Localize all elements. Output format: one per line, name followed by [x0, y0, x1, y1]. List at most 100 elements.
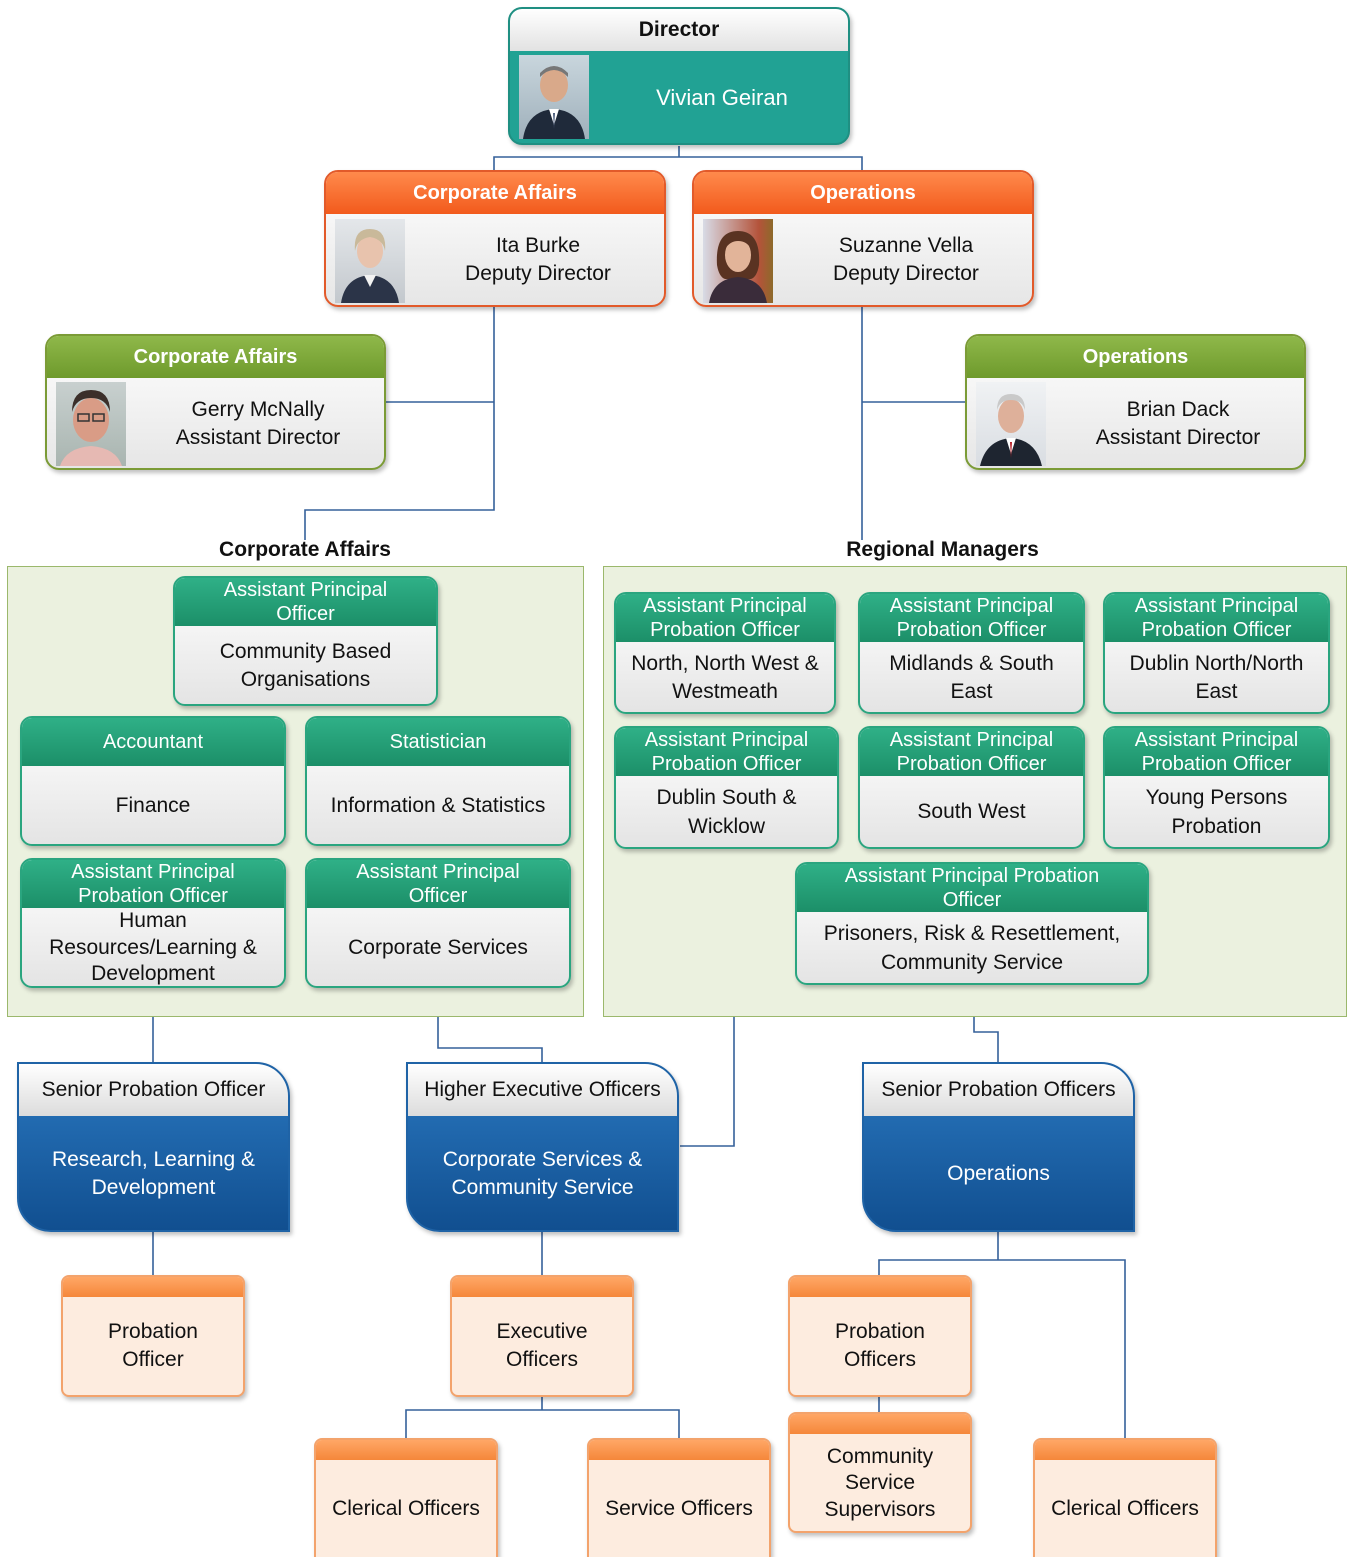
- deputy-operations-name: Suzanne Vella: [838, 233, 974, 257]
- blue-body: Operations: [947, 1161, 1050, 1185]
- heo-corporate-services-box: Higher Executive Officers Corporate Serv…: [406, 1062, 679, 1232]
- staff-body: Clerical Officers: [332, 1497, 480, 1521]
- deputy-operations-text: Suzanne Vella Deputy Director: [778, 216, 1032, 304]
- director-photo: [519, 55, 589, 139]
- assistant-operations-box: Operations Brian Dack Assistant Director: [965, 334, 1306, 470]
- apo-body: South West: [917, 800, 1026, 824]
- regional-section-title: Regional Managers: [846, 538, 1039, 561]
- assistant-operations-role: Assistant Director: [1095, 426, 1261, 449]
- apo-header: Assistant Principal Probation Officer: [1105, 728, 1328, 776]
- apo-body: Finance: [115, 793, 191, 817]
- deputy-corporate-role: Deputy Director: [465, 262, 611, 285]
- deputy-corporate-name: Ita Burke: [495, 233, 581, 257]
- probation-officer-box: Probation Officer: [61, 1275, 245, 1397]
- staff-body: Service Officers: [605, 1497, 753, 1521]
- staff-header-bar: [63, 1277, 243, 1297]
- person-photo-icon: [709, 231, 767, 303]
- service-officers-box: Service Officers: [587, 1438, 771, 1557]
- assistant-corporate-text: Gerry McNally Assistant Director: [131, 380, 384, 468]
- spo-research-box: Senior Probation Officer Research, Learn…: [17, 1062, 290, 1232]
- statistician-box: Statistician Information & Statistics: [305, 716, 571, 846]
- apo-body: Midlands & South East: [889, 651, 1054, 703]
- staff-header-bar: [790, 1277, 970, 1297]
- assistant-operations-text: Brian Dack Assistant Director: [1051, 380, 1304, 468]
- staff-body: Clerical Officers: [1051, 1497, 1199, 1521]
- connector-operations-chain: [861, 306, 965, 540]
- assistant-operations-photo: [976, 382, 1046, 466]
- assistant-operations-header: Operations: [967, 336, 1304, 378]
- person-photo-icon: [523, 66, 585, 139]
- apo-body: Dublin South & Wicklow: [656, 786, 797, 838]
- deputy-corporate-header: Corporate Affairs: [326, 172, 664, 214]
- apo-header: Statistician: [307, 718, 569, 766]
- apo-body: North, North West & Westmeath: [631, 651, 819, 703]
- community-service-supervisors-box: Community Service Supervisors: [788, 1412, 972, 1533]
- blue-header: Higher Executive Officers: [408, 1064, 677, 1116]
- assistant-operations-name: Brian Dack: [1126, 397, 1230, 421]
- connector-spo-to-po-clerical: [878, 1232, 1126, 1438]
- connector-regional-to-spo: [973, 1016, 999, 1062]
- director-name: Vivian Geiran: [656, 85, 788, 111]
- clerical-officers-ops-box: Clerical Officers: [1033, 1438, 1217, 1557]
- apo-prisoners-box: Assistant Principal Probation Officer Pr…: [795, 862, 1149, 985]
- connector-corporate-chain: [304, 306, 495, 540]
- person-photo-icon: [341, 229, 399, 303]
- apo-header: Assistant Principal Probation Officer: [797, 864, 1147, 912]
- person-photo-icon: [60, 390, 122, 466]
- director-title: Director: [510, 9, 848, 51]
- spo-operations-box: Senior Probation Officers Operations: [862, 1062, 1135, 1232]
- staff-header-bar: [790, 1414, 970, 1434]
- staff-body: Probation Officers: [835, 1319, 925, 1371]
- blue-body: Corporate Services & Community Service: [442, 1147, 643, 1199]
- connector-corporate-to-heo: [437, 1016, 543, 1062]
- deputy-operations-role: Deputy Director: [833, 262, 979, 285]
- apo-corporate-services-box: Assistant Principal Officer Corporate Se…: [305, 858, 571, 988]
- apo-body: Community Based Organisations: [219, 639, 392, 691]
- assistant-corporate-role: Assistant Director: [175, 426, 341, 449]
- deputy-operations-box: Operations Suzanne Vella Deputy Director: [692, 170, 1034, 307]
- apo-dublin-north-box: Assistant Principal Probation Officer Du…: [1103, 592, 1330, 714]
- apo-header: Assistant Principal Probation Officer: [22, 860, 284, 908]
- assistant-corporate-photo: [56, 382, 126, 466]
- deputy-corporate-text: Ita Burke Deputy Director: [410, 216, 664, 304]
- staff-header-bar: [589, 1440, 769, 1460]
- deputy-operations-header: Operations: [694, 172, 1032, 214]
- apo-dublin-south-box: Assistant Principal Probation Officer Du…: [614, 726, 839, 849]
- staff-body: Community Service Supervisors: [824, 1445, 936, 1521]
- staff-body: Executive Officers: [496, 1319, 588, 1371]
- apo-header: Accountant: [22, 718, 284, 766]
- apo-body: Information & Statistics: [330, 793, 546, 817]
- connector-eo-to-clerical-service: [405, 1397, 680, 1438]
- apo-body: Prisoners, Risk & Resettlement, Communit…: [823, 922, 1121, 974]
- apo-header: Assistant Principal Probation Officer: [1105, 594, 1328, 642]
- apo-header: Assistant Principal Probation Officer: [860, 728, 1083, 776]
- apo-body: Human Resources/Learning & Development: [49, 908, 257, 986]
- apo-header: Assistant Principal Officer: [307, 860, 569, 908]
- apo-body: Young Persons Probation: [1145, 786, 1288, 838]
- apo-young-persons-box: Assistant Principal Probation Officer Yo…: [1103, 726, 1330, 849]
- deputy-corporate-box: Corporate Affairs Ita Burke Deputy Direc…: [324, 170, 666, 307]
- apo-midlands-box: Assistant Principal Probation Officer Mi…: [858, 592, 1085, 714]
- staff-header-bar: [452, 1277, 632, 1297]
- probation-officers-box: Probation Officers: [788, 1275, 972, 1397]
- apo-body: Corporate Services: [348, 935, 528, 959]
- apo-north-west-box: Assistant Principal Probation Officer No…: [614, 592, 836, 714]
- deputy-operations-photo: [703, 219, 773, 303]
- apo-header: Assistant Principal Officer: [175, 578, 436, 626]
- apo-south-west-box: Assistant Principal Probation Officer So…: [858, 726, 1085, 849]
- director-box: Director Vivian Geiran: [508, 7, 850, 145]
- apo-body: Dublin North/North East: [1129, 651, 1304, 703]
- person-photo-icon: [980, 394, 1042, 466]
- deputy-corporate-photo: [335, 219, 405, 303]
- staff-header-bar: [1035, 1440, 1215, 1460]
- apo-header: Assistant Principal Probation Officer: [860, 594, 1083, 642]
- apo-header: Assistant Principal Probation Officer: [616, 728, 837, 776]
- apo-community-based-box: Assistant Principal Officer Community Ba…: [173, 576, 438, 706]
- assistant-corporate-box: Corporate Affairs Gerry McNally Assistan…: [45, 334, 386, 470]
- apo-header: Assistant Principal Probation Officer: [616, 594, 834, 642]
- assistant-corporate-name: Gerry McNally: [191, 397, 325, 421]
- apo-human-resources-box: Assistant Principal Probation Officer Hu…: [20, 858, 286, 988]
- accountant-finance-box: Accountant Finance: [20, 716, 286, 846]
- executive-officers-box: Executive Officers: [450, 1275, 634, 1397]
